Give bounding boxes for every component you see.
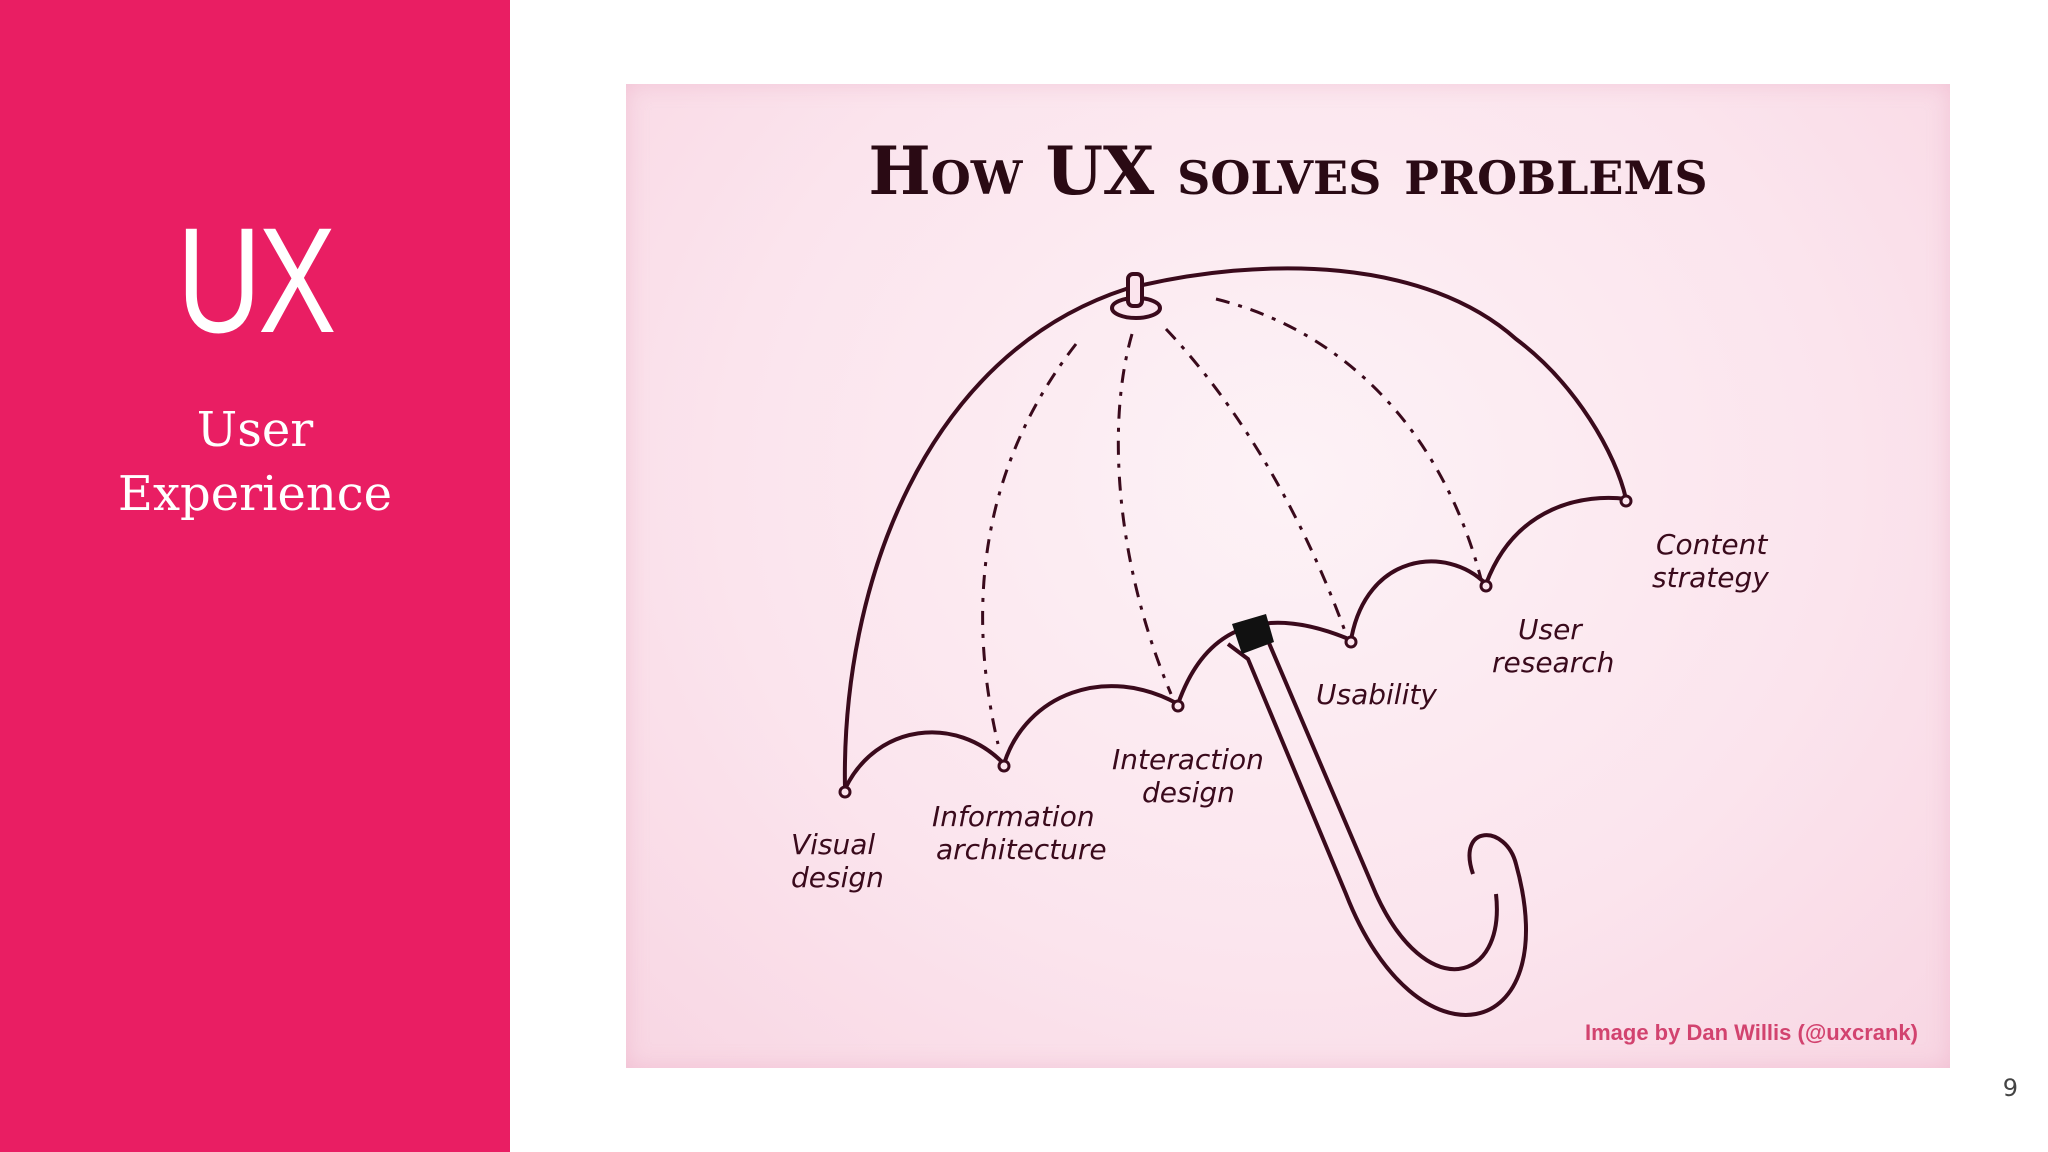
- label-visual-design-line1: Visual: [791, 828, 875, 861]
- canopy-outline: [842, 266, 1628, 790]
- umbrella-handle: [1226, 614, 1528, 1017]
- label-information-architecture: Information architecture: [932, 800, 1107, 866]
- label-research-line2: research: [1492, 646, 1614, 679]
- image-credit: Image by Dan Willis (@uxcrank): [1585, 1020, 1918, 1045]
- label-user-research: User research: [1492, 613, 1614, 679]
- diagram-title: How UX solves problems: [868, 132, 1707, 210]
- umbrella-tip: [1110, 272, 1162, 320]
- umbrella-diagram: How UX solves problems: [791, 132, 1918, 1045]
- label-content-line2: strategy: [1652, 561, 1769, 594]
- label-interaction-design: Interaction design: [1112, 743, 1273, 809]
- label-interaction-line2: design: [1142, 776, 1235, 809]
- label-content-line1: Content: [1656, 528, 1768, 561]
- label-visual-design-line2: design: [791, 861, 884, 894]
- rib-tips: [838, 494, 1633, 799]
- sidebar-panel: UX User Experience: [0, 0, 510, 1152]
- label-info-line1: Information: [932, 800, 1095, 833]
- page-number: 9: [2002, 1074, 2018, 1102]
- label-usability-line1: Usability: [1316, 678, 1437, 711]
- label-info-line2: architecture: [936, 833, 1107, 866]
- label-interaction-line1: Interaction: [1112, 743, 1264, 776]
- label-visual-design: Visual design: [791, 828, 884, 894]
- label-content-strategy: Content strategy: [1652, 528, 1776, 594]
- subtitle-line-2: Experience: [117, 466, 393, 522]
- umbrella-diagram-image: How UX solves problems: [626, 84, 1950, 1068]
- umbrella-ribs: [981, 297, 1483, 745]
- slide-subtitle: User Experience: [0, 398, 510, 526]
- slide-heading: UX: [176, 196, 336, 364]
- subtitle-line-1: User: [196, 402, 314, 458]
- label-research-line1: User: [1518, 613, 1583, 646]
- label-usability: Usability: [1316, 678, 1437, 711]
